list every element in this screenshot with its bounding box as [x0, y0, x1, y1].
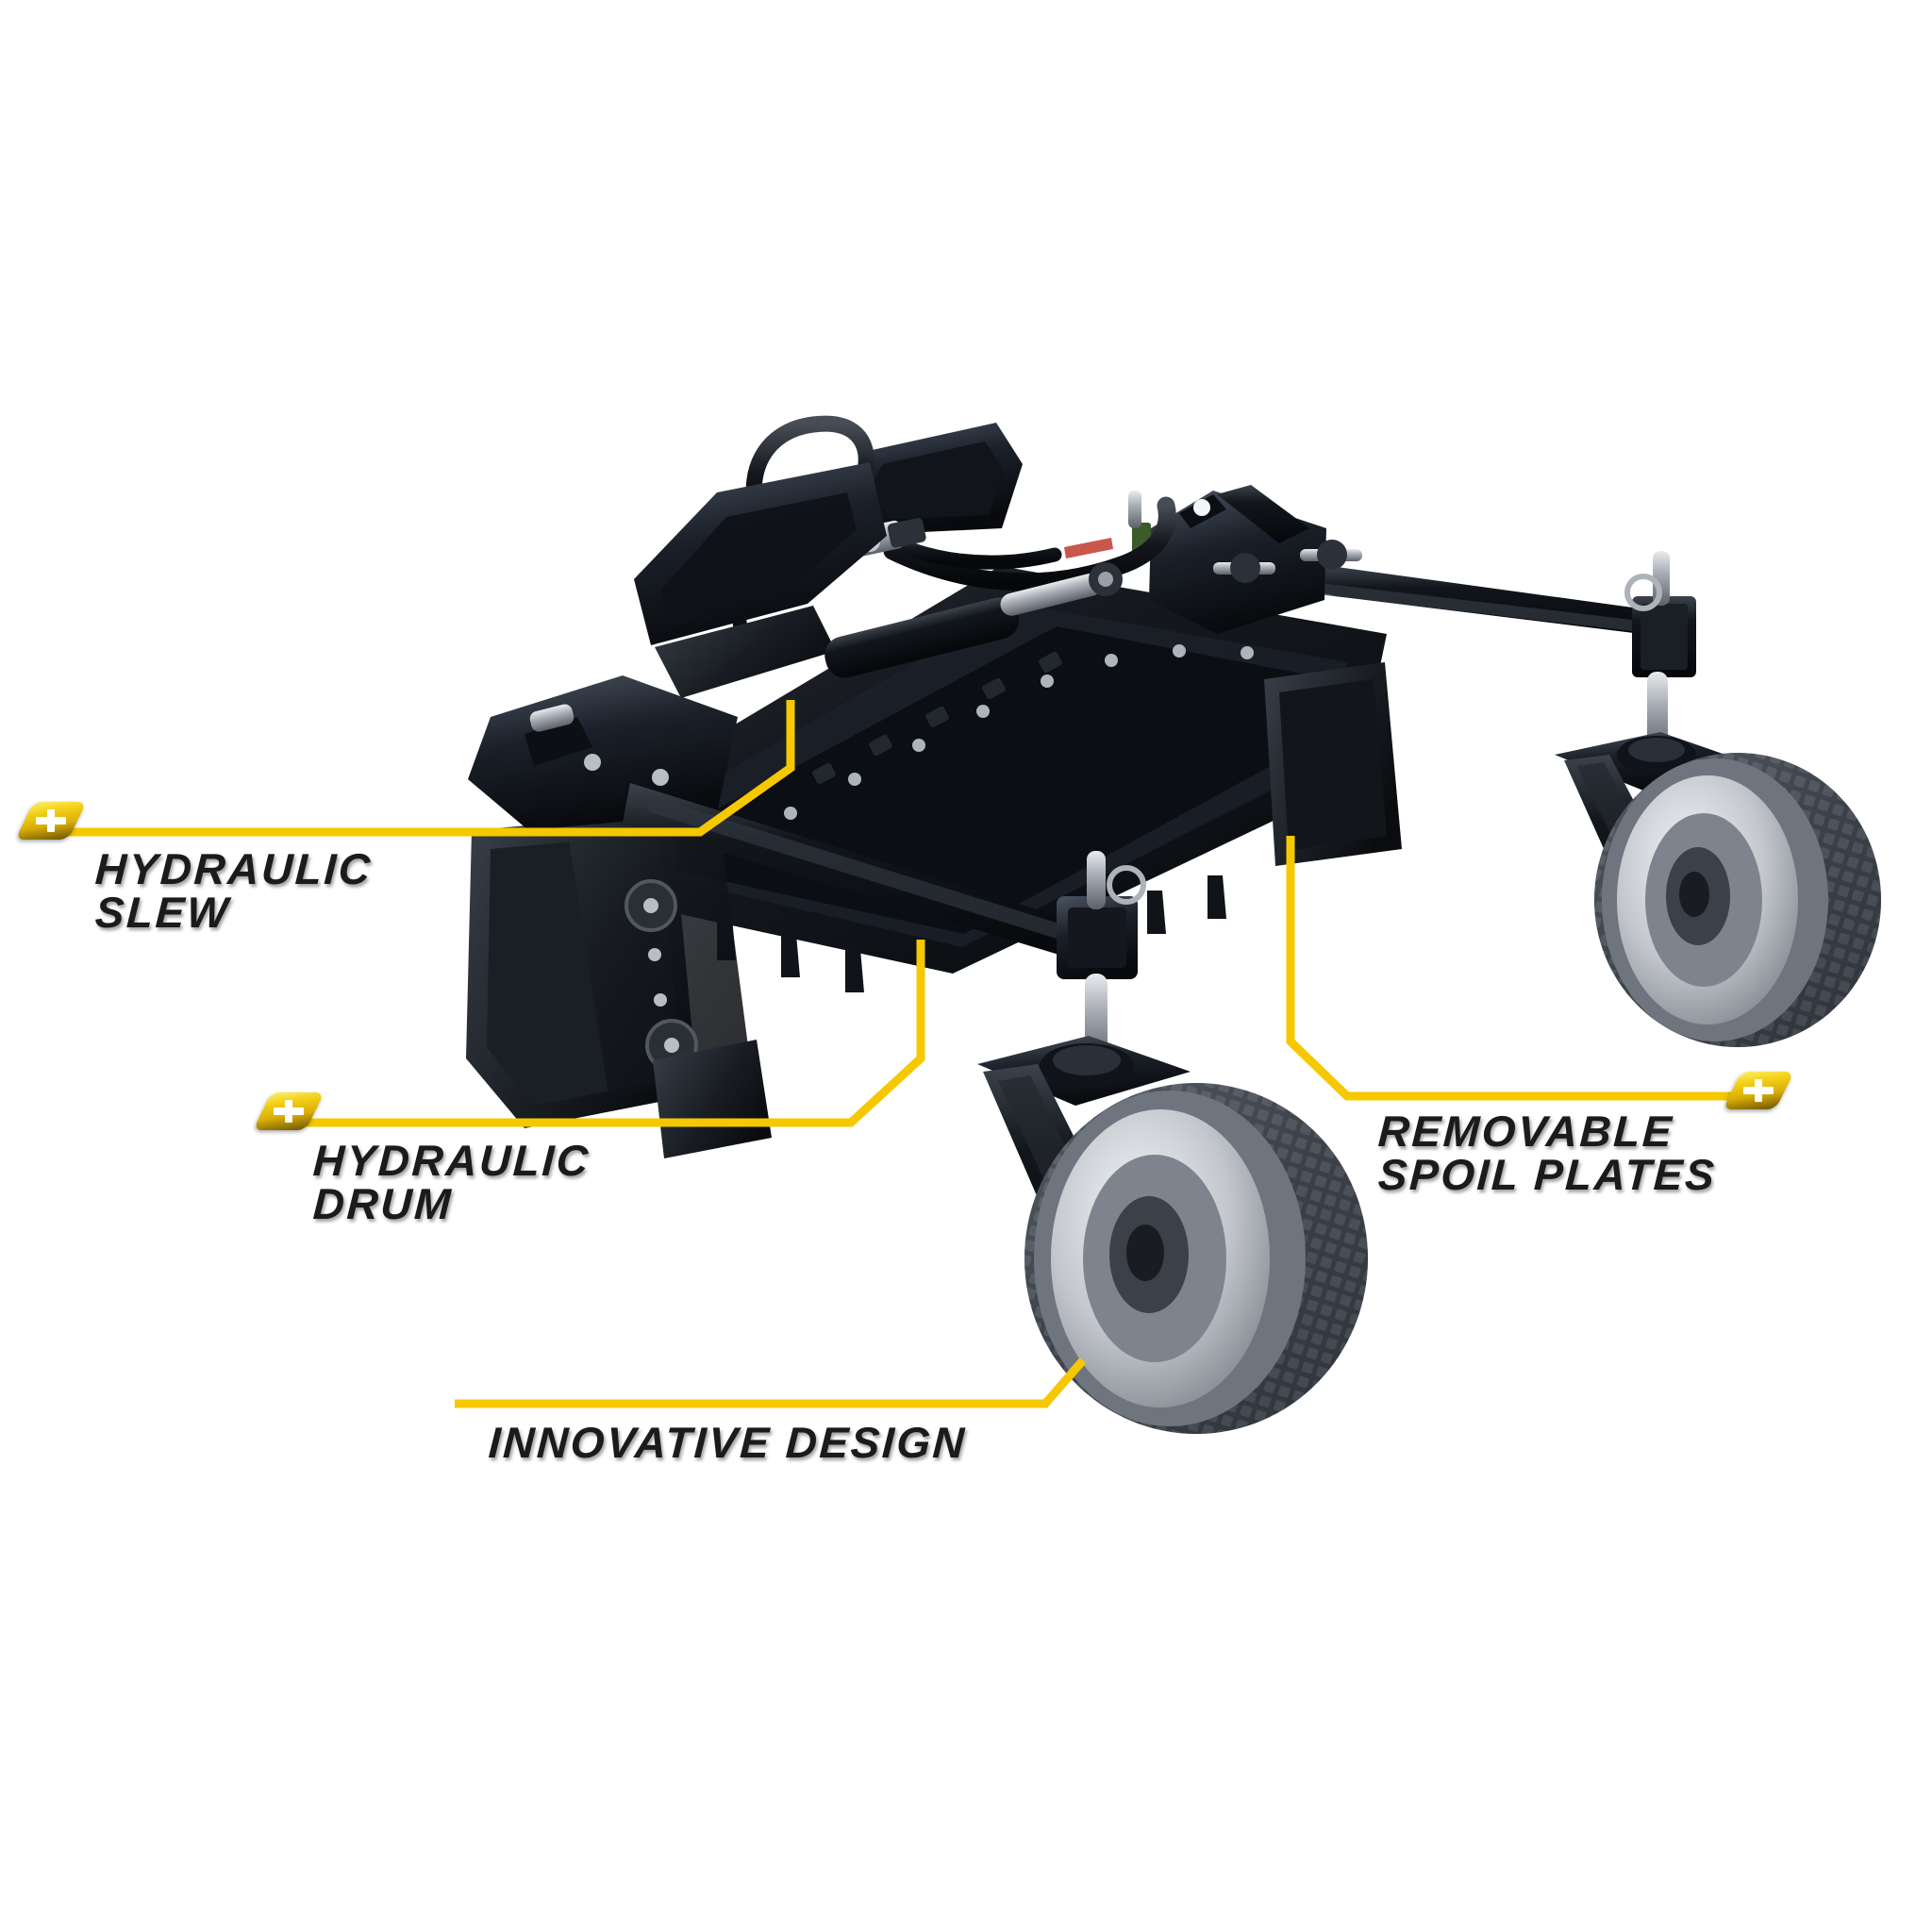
- callout-label-line2: SLEW: [93, 888, 232, 937]
- plus-icon: [1732, 1072, 1785, 1109]
- removable-spoil-plate-left: [653, 1040, 772, 1158]
- hydraulic-slew-cylinder: [824, 562, 1123, 678]
- leader-line-hydraulic-drum: [302, 940, 925, 1127]
- plus-icon: [262, 1092, 315, 1130]
- left-shroud: [634, 462, 887, 698]
- hydraulic-motor-assembly: [849, 423, 1151, 558]
- callout-label-line1: REMOVABLE: [1376, 1107, 1675, 1156]
- mount-plate: [1149, 485, 1362, 634]
- caster-wheel-front-left: [977, 1036, 1368, 1434]
- callout-label-line1: INNOVATIVE DESIGN: [487, 1418, 968, 1467]
- hydraulic-drum-housing: [466, 675, 751, 1128]
- front-cross-arm: [623, 783, 1146, 1064]
- callout-label-line2: DRUM: [311, 1179, 455, 1228]
- callout-removable-spoil-plates: REMOVABLE SPOIL PLATES: [1376, 1107, 1718, 1199]
- plus-badge-icon-hydraulic-slew[interactable]: [15, 802, 87, 840]
- rear-right-arm: [1292, 551, 1696, 753]
- plus-badge-icon-hydraulic-drum[interactable]: [253, 1092, 325, 1130]
- plus-badge-icon-removable-spoil-plates[interactable]: [1723, 1072, 1794, 1109]
- callout-label-line1: HYDRAULIC: [311, 1136, 592, 1185]
- removable-spoil-plate-right: [1264, 662, 1402, 866]
- leader-line-innovative-design: [455, 1357, 1087, 1408]
- callout-label-line2: SPOIL PLATES: [1376, 1150, 1718, 1199]
- callout-hydraulic-slew: HYDRAULIC SLEW: [93, 844, 375, 937]
- callout-hydraulic-drum: HYDRAULIC DRUM: [311, 1136, 592, 1228]
- leader-line-removable-spoil-plates: [1286, 836, 1766, 1101]
- caster-wheel-rear-right: [1555, 732, 1881, 1047]
- leader-line-hydraulic-slew: [64, 700, 795, 837]
- callout-innovative-design: INNOVATIVE DESIGN: [487, 1418, 968, 1467]
- plus-icon: [25, 802, 77, 840]
- callout-label-line1: HYDRAULIC: [93, 844, 375, 893]
